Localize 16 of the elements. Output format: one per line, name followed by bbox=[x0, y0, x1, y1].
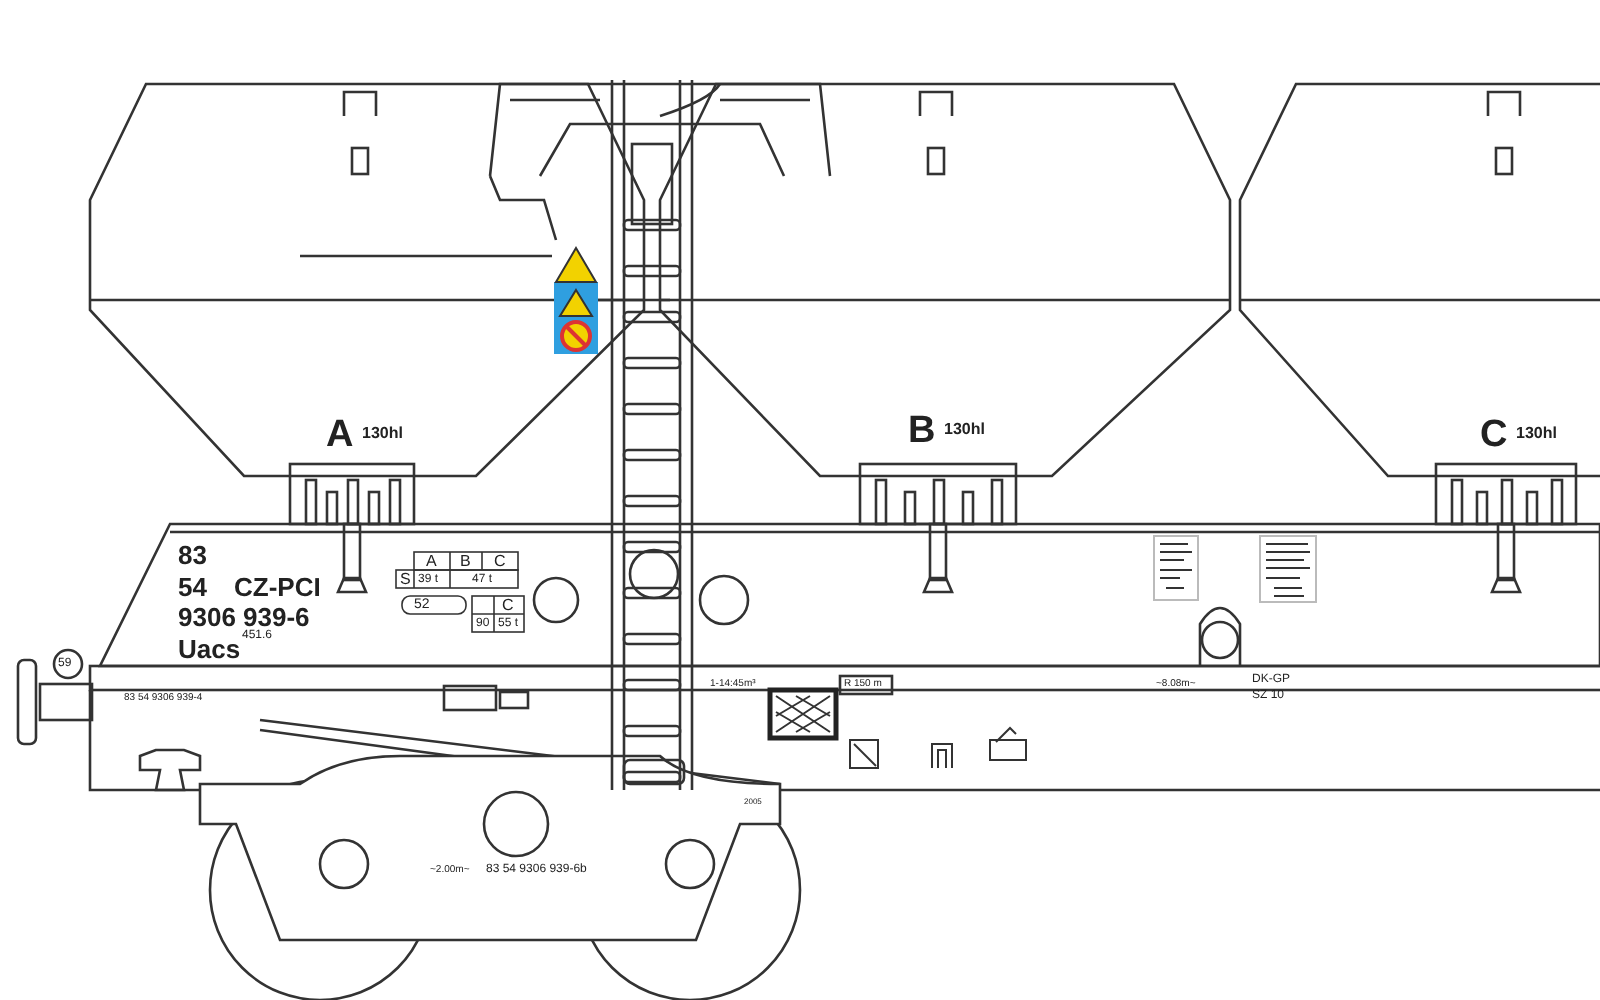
compartment-letter: A bbox=[326, 416, 354, 454]
capacity-label: 130hl bbox=[1516, 426, 1557, 442]
compartment-letter: B bbox=[908, 412, 936, 450]
capacity-label: 130hl bbox=[362, 426, 403, 442]
wagon-type: Uacs bbox=[178, 636, 241, 662]
owner-marking: CZ-PCI bbox=[234, 574, 321, 600]
table-cell: C bbox=[502, 598, 514, 614]
table-cell: S bbox=[400, 572, 411, 588]
wagon-number: 54 bbox=[178, 574, 207, 600]
wagon-number: 9306 939-6 bbox=[178, 604, 310, 630]
table-cell: C bbox=[494, 554, 506, 570]
table-cell: B bbox=[460, 554, 471, 570]
wagon-number: 83 bbox=[178, 542, 207, 568]
compartment-letter: C bbox=[1480, 416, 1508, 454]
table-cell: A bbox=[426, 554, 437, 570]
capacity-label: 130hl bbox=[944, 422, 985, 438]
